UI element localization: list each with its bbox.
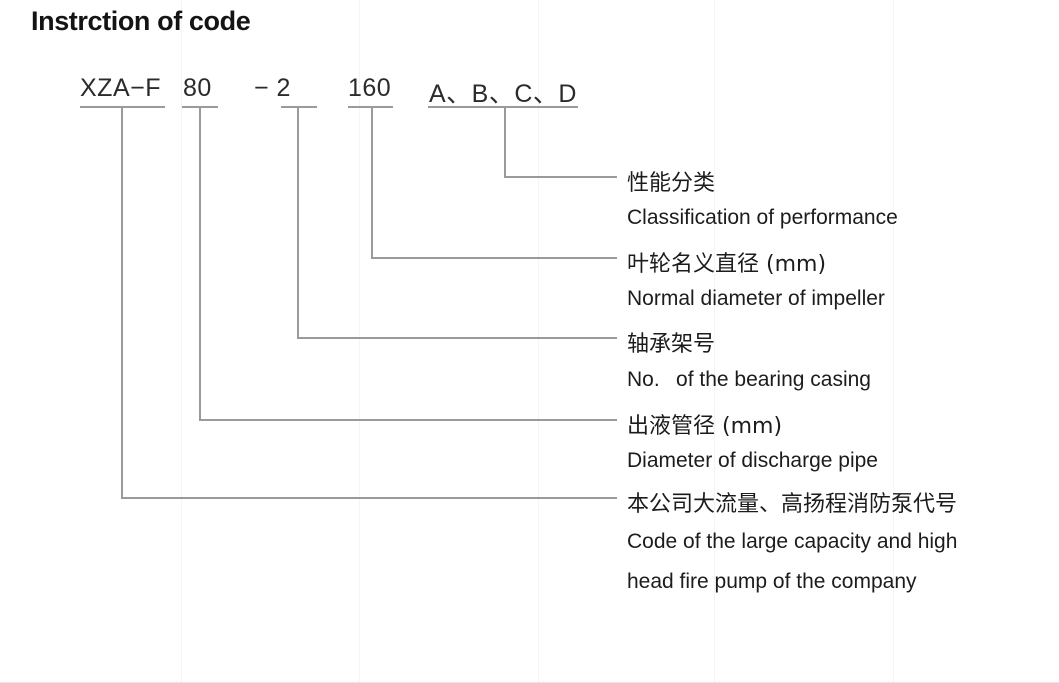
code-segment-performance-class: A、B、C、D: [429, 80, 577, 108]
code-segment-discharge-diameter: 80: [183, 74, 212, 102]
scan-seam: [893, 0, 894, 683]
code-segment-bearing-casing-no: − 2: [254, 74, 291, 102]
label-cn-bearing-casing-no: 轴承架号: [627, 332, 716, 357]
leader-series-code: [121, 107, 617, 499]
code-segment-series: XZA−F: [80, 74, 161, 102]
label-en-performance-class: Classification of performance: [627, 206, 898, 229]
label-en-series-code-line2: head fire pump of the company: [627, 570, 917, 593]
label-cn-series-code: 本公司大流量、高扬程消防泵代号: [627, 492, 958, 517]
code-segment-impeller-diameter: 160: [348, 74, 392, 102]
label-cn-impeller-diameter: 叶轮名义直径 (mm): [627, 252, 827, 277]
leader-performance-class: [504, 107, 617, 178]
label-cn-discharge-diameter: 出液管径 (mm): [627, 414, 783, 439]
scan-seam: [714, 0, 715, 683]
label-en-discharge-diameter: Diameter of discharge pipe: [627, 449, 878, 472]
leader-impeller-diameter: [371, 107, 617, 259]
label-en-bearing-casing-no: No. of the bearing casing: [627, 368, 871, 391]
scan-seam: [181, 0, 182, 683]
label-en-series-code-line1: Code of the large capacity and high: [627, 530, 958, 553]
page-title: Instrction of code: [31, 6, 251, 36]
leader-bearing-casing-no: [297, 107, 617, 339]
leader-discharge-diameter: [199, 107, 617, 421]
label-cn-performance-class: 性能分类: [627, 171, 716, 196]
label-en-impeller-diameter: Normal diameter of impeller: [627, 287, 885, 310]
